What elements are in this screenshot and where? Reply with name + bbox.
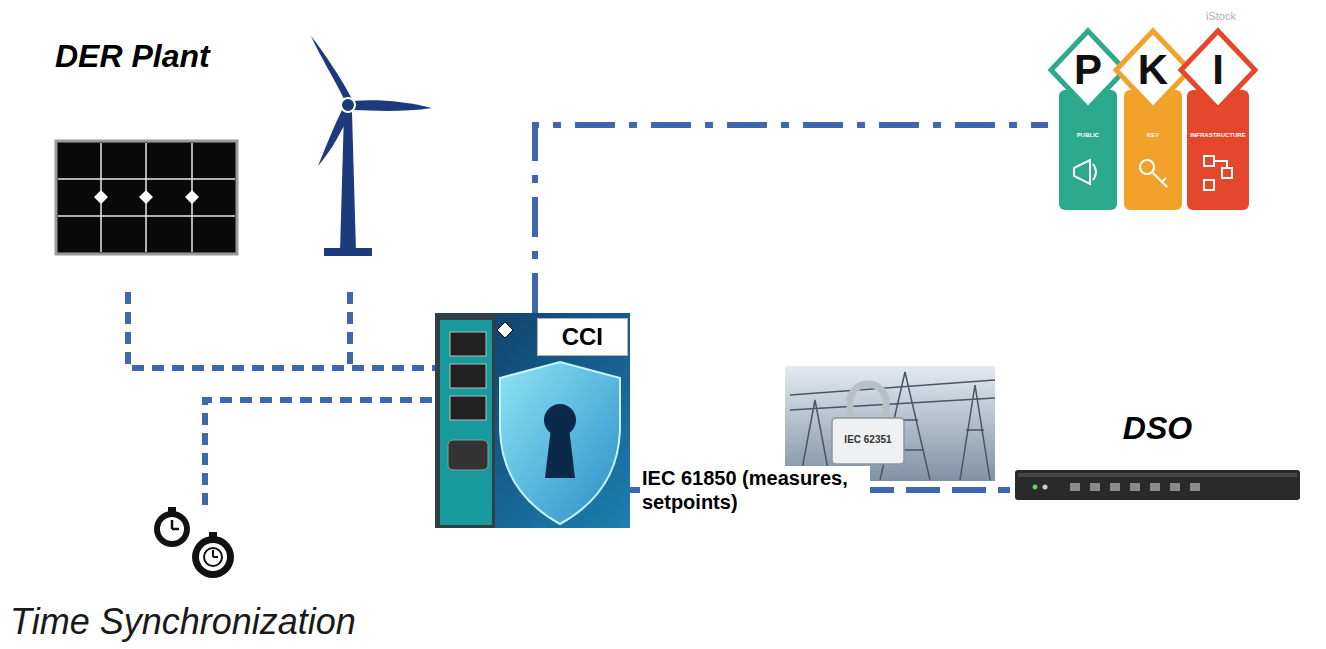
clock-icon xyxy=(160,517,184,541)
clock-icon xyxy=(204,548,222,566)
standard-label: IEC 62351 xyxy=(844,434,891,445)
gateway-device xyxy=(435,313,495,528)
wind-turbine xyxy=(353,100,432,111)
pki-word: INFRASTRUCTURE xyxy=(1190,132,1245,139)
dashed-link xyxy=(128,292,435,368)
gateway-device xyxy=(497,322,513,338)
clock-icon xyxy=(199,543,227,571)
time-title: Time Synchronization xyxy=(10,601,356,642)
gateway-device xyxy=(435,313,630,528)
plant-wire xyxy=(347,292,353,368)
gateway-device xyxy=(450,364,486,388)
pki-letter: P xyxy=(1074,46,1102,94)
solar-panel xyxy=(56,141,237,254)
server-box xyxy=(1015,470,1300,500)
pki-word: PUBLIC xyxy=(1077,132,1099,139)
server-box xyxy=(1043,485,1048,490)
server-box xyxy=(1033,485,1038,490)
gateway-device xyxy=(545,428,575,478)
gateway-device xyxy=(450,332,486,356)
wind-turbine xyxy=(324,248,372,256)
group-title: DER Plant xyxy=(55,38,210,75)
pki-icon xyxy=(1074,160,1096,184)
padlock-picture xyxy=(785,366,995,481)
wind-turbine xyxy=(318,108,351,166)
pki-diamond: I INFRASTRUCTURE xyxy=(1178,28,1258,214)
clock-icon xyxy=(154,507,234,578)
solar-panel xyxy=(58,143,235,252)
pki-word: KEY xyxy=(1147,132,1159,139)
gateway-device xyxy=(448,440,488,470)
plant-group: DER Plant xyxy=(50,30,445,292)
wind-turbine xyxy=(340,112,356,252)
padlock-picture xyxy=(832,418,904,464)
clock-icon xyxy=(154,511,190,547)
pki-diamond: P PUBLIC xyxy=(1048,28,1128,214)
diamond-outline xyxy=(1181,31,1255,109)
solar-panel xyxy=(56,141,237,254)
pki-icon xyxy=(1204,156,1232,190)
clock-icon xyxy=(192,536,234,578)
server-node: DSO xyxy=(1010,408,1305,505)
gateway-node: CCI xyxy=(435,313,630,528)
clock-icon xyxy=(172,520,179,529)
wind-turbine xyxy=(341,98,355,112)
gateway-device xyxy=(500,362,620,524)
plant-wire xyxy=(350,292,351,368)
pki-letter: I xyxy=(1212,46,1224,94)
server-box xyxy=(1018,473,1297,477)
link-label: IEC 61850 (measures, setpoints) xyxy=(640,466,870,514)
pki-letter: K xyxy=(1138,46,1168,94)
gateway-device xyxy=(435,313,630,528)
watermark: iStock xyxy=(1206,10,1236,22)
server-box xyxy=(1070,483,1200,491)
wind-turbine xyxy=(311,36,432,256)
padlock-picture xyxy=(790,372,995,480)
pki-icon xyxy=(1140,160,1167,187)
device-name: CCI xyxy=(537,318,628,356)
clock-icon xyxy=(213,550,218,557)
padlock-picture xyxy=(850,384,886,420)
pki-icon xyxy=(1074,160,1096,184)
time-source: Time Synchronization xyxy=(5,505,405,645)
wind-turbine xyxy=(311,36,352,101)
pki-diamond: K KEY xyxy=(1113,28,1193,214)
pki-icon xyxy=(1140,160,1167,187)
pki-icon xyxy=(1204,156,1232,190)
padlock-picture xyxy=(785,366,995,481)
gateway-device xyxy=(450,396,486,420)
gateway-device xyxy=(440,320,492,525)
dashed-link xyxy=(535,125,1048,313)
dashed-link xyxy=(205,400,435,505)
solar-panel xyxy=(94,190,199,204)
server-box xyxy=(1015,470,1300,500)
server-title: DSO xyxy=(1123,410,1192,447)
